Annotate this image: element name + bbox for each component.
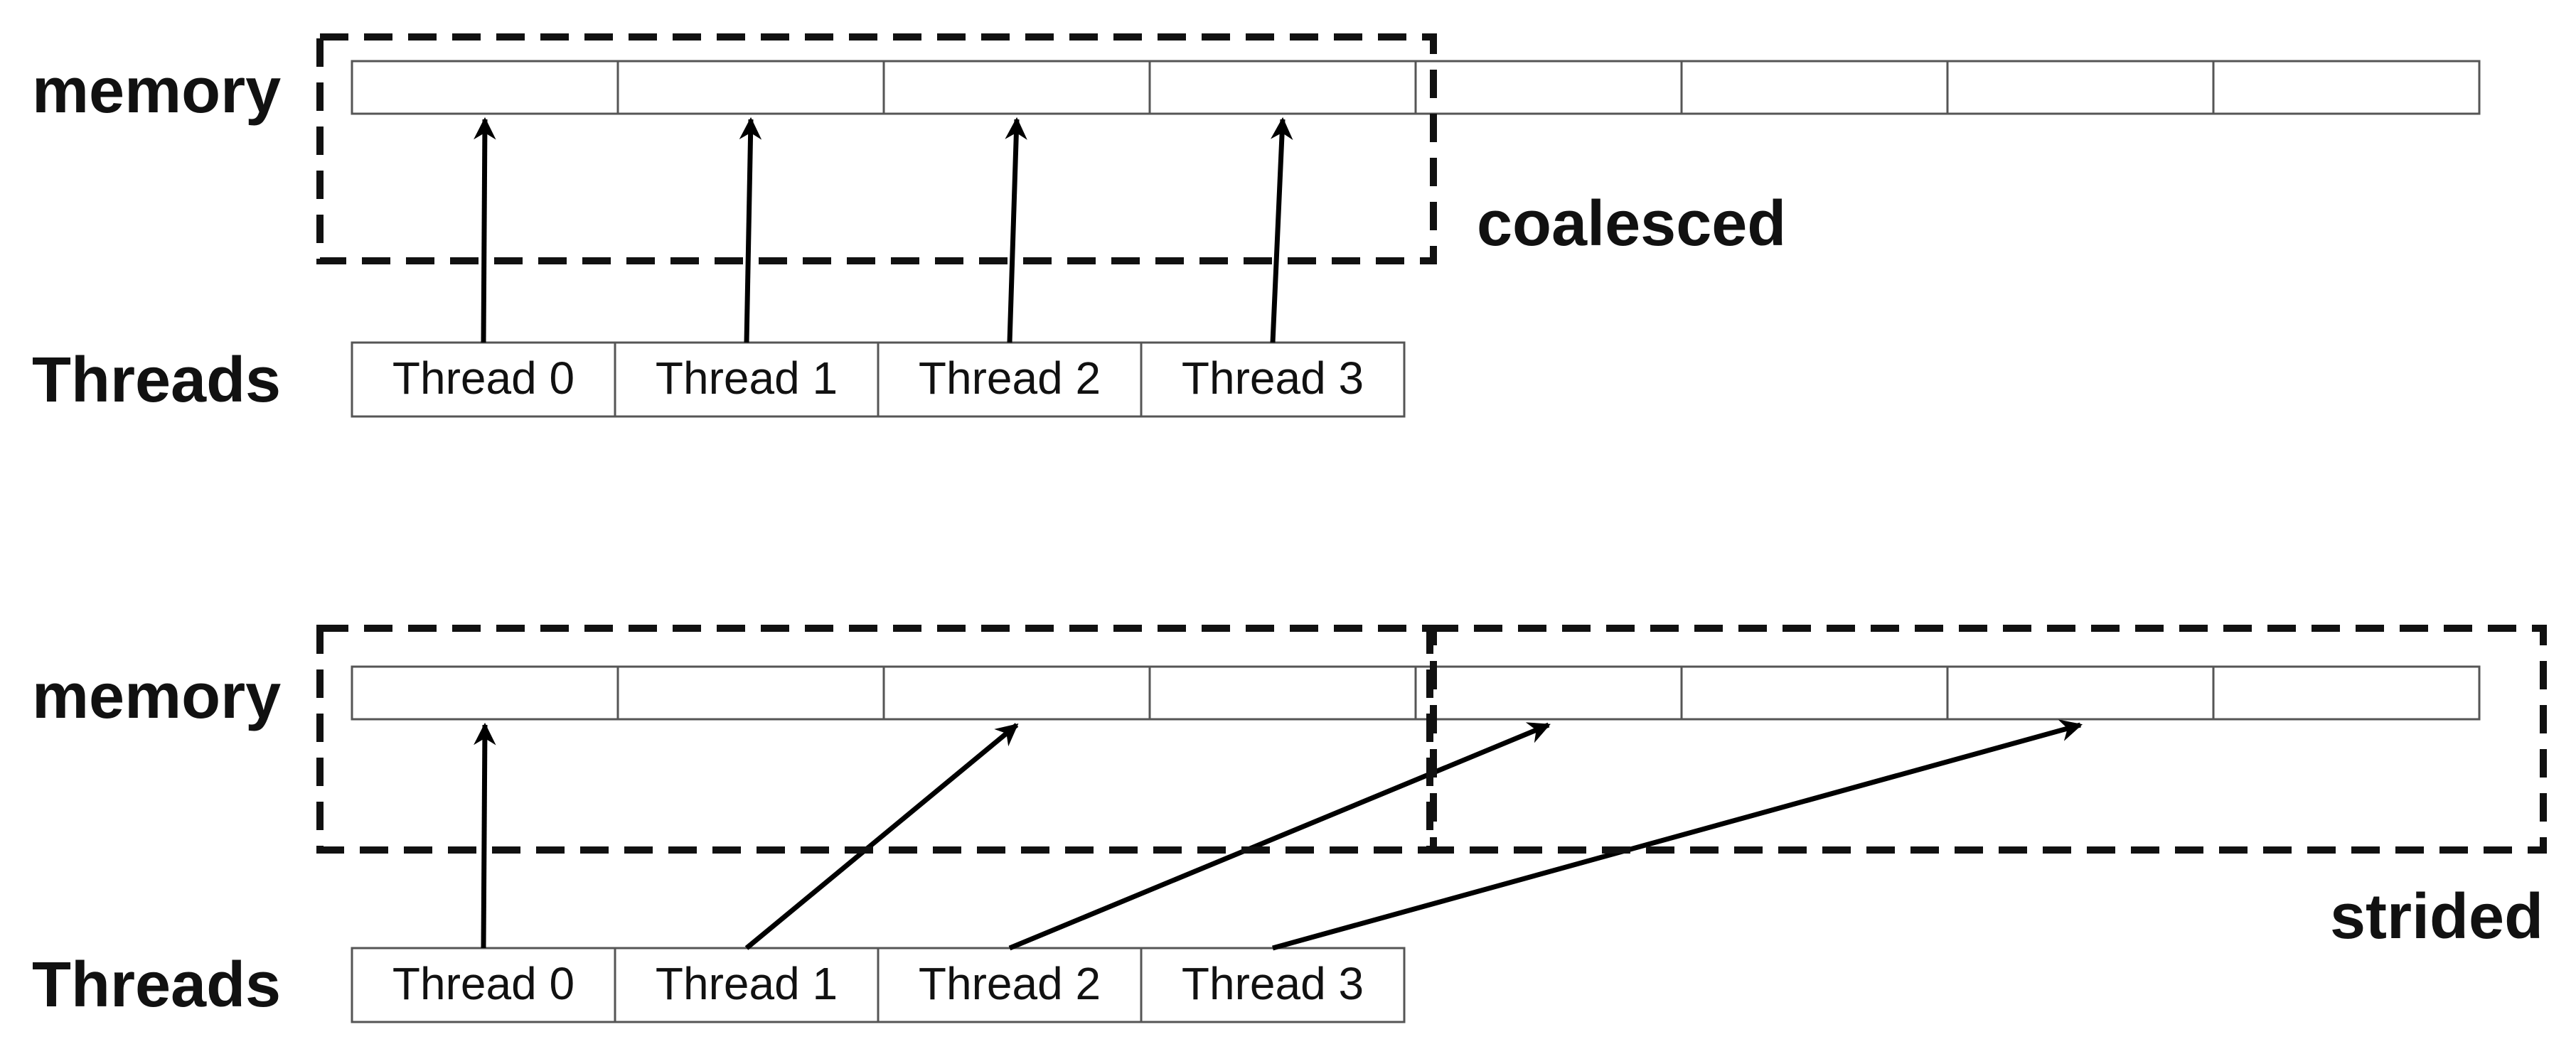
thread-label: Thread 2 <box>919 353 1101 404</box>
memory-cell <box>1148 60 1417 115</box>
thread-array: Thread 0 Thread 1 Thread 2 Thread 3 <box>351 947 1406 1023</box>
access-arrow <box>1005 117 1027 343</box>
memory-array <box>351 665 2481 721</box>
memory-cell <box>1680 60 1949 115</box>
thread-box <box>1140 947 1406 1023</box>
transaction-group-box <box>316 625 1437 854</box>
transaction-group-box <box>316 33 1437 264</box>
access-arrow <box>1272 719 2083 951</box>
access-arrow <box>474 722 496 949</box>
thread-label: Thread 0 <box>392 958 574 1009</box>
strided-transaction-groups <box>316 625 2547 854</box>
memory-cell <box>351 665 619 721</box>
memory-cell <box>1680 665 1949 721</box>
memory-array <box>351 60 2481 115</box>
access-arrow <box>1008 722 1551 951</box>
thread-box <box>351 341 616 418</box>
access-arrows <box>474 719 2083 951</box>
coalesced-transaction-groups <box>316 33 1437 264</box>
pattern-label-coalesced: coalesced <box>1477 188 1786 259</box>
memory-cell <box>1946 60 2215 115</box>
memory-label: memory <box>32 661 281 732</box>
memory-cell <box>616 665 885 721</box>
thread-label: Thread 0 <box>392 353 574 404</box>
thread-label: Thread 1 <box>656 958 838 1009</box>
memory-cell <box>2212 60 2481 115</box>
memory-cell <box>1414 665 1683 721</box>
memory-cell <box>882 60 1151 115</box>
thread-box <box>1140 341 1406 418</box>
threads-label: Threads <box>32 345 281 416</box>
memory-cell <box>616 60 885 115</box>
memory-cell <box>1148 665 1417 721</box>
thread-label: Thread 2 <box>919 958 1101 1009</box>
access-arrow <box>1270 117 1293 343</box>
thread-label: Thread 1 <box>656 353 838 404</box>
thread-label: Thread 3 <box>1182 353 1364 404</box>
thread-box <box>614 341 880 418</box>
pattern-label-strided: strided <box>2330 881 2543 952</box>
access-arrows <box>474 117 1293 343</box>
access-arrow <box>744 723 1019 950</box>
memory-label: memory <box>32 55 281 127</box>
threads-label: Threads <box>32 950 281 1021</box>
access-arrow <box>739 117 762 343</box>
thread-array: Thread 0 Thread 1 Thread 2 Thread 3 <box>351 341 1406 418</box>
transaction-group-box <box>1426 625 2547 854</box>
memory-cell <box>1946 665 2215 721</box>
memory-cell <box>351 60 619 115</box>
memory-cell <box>1414 60 1683 115</box>
access-arrow <box>474 117 496 343</box>
memory-cell <box>2212 665 2481 721</box>
thread-label: Thread 3 <box>1182 958 1364 1009</box>
memory-cell <box>882 665 1151 721</box>
